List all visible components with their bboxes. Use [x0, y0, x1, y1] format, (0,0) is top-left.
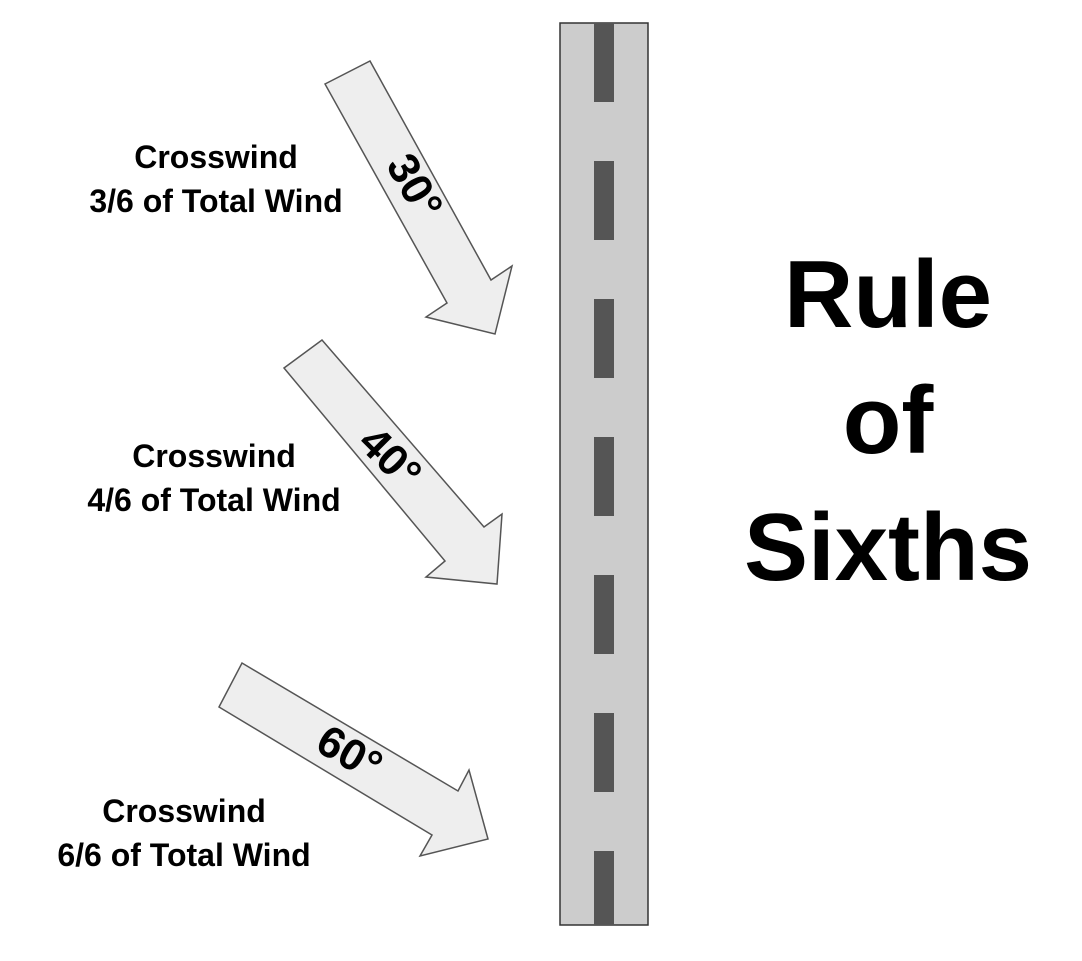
caption-line-2: 4/6 of Total Wind — [87, 482, 340, 518]
centerline-dash — [594, 851, 614, 925]
caption-line-1: Crosswind — [132, 438, 296, 474]
caption-line-1: Crosswind — [134, 139, 298, 175]
centerline-dash — [594, 713, 614, 792]
title-line-of: of — [843, 367, 935, 474]
centerline-dash — [594, 299, 614, 378]
caption-40: Crosswind 4/6 of Total Wind — [87, 438, 340, 518]
caption-30: Crosswind 3/6 of Total Wind — [89, 139, 342, 219]
caption-line-1: Crosswind — [102, 793, 266, 829]
centerline-dash — [594, 437, 614, 516]
runway-centerline — [594, 23, 614, 925]
runway — [559, 22, 649, 926]
caption-line-2: 3/6 of Total Wind — [89, 183, 342, 219]
centerline-dash — [594, 161, 614, 240]
centerline-dash — [594, 575, 614, 654]
caption-60: Crosswind 6/6 of Total Wind — [57, 793, 310, 873]
diagram-title: Rule of Sixths — [744, 241, 1032, 601]
title-line-rule: Rule — [784, 241, 992, 348]
wind-arrow-40: 40° — [282, 338, 503, 585]
caption-line-2: 6/6 of Total Wind — [57, 837, 310, 873]
wind-arrow-shape — [218, 661, 489, 858]
wind-arrow-shape — [323, 60, 514, 335]
wind-arrow-shape — [282, 338, 503, 585]
wind-arrow-30: 30° — [323, 60, 514, 335]
centerline-dash — [594, 23, 614, 102]
title-line-sixths: Sixths — [744, 494, 1032, 601]
